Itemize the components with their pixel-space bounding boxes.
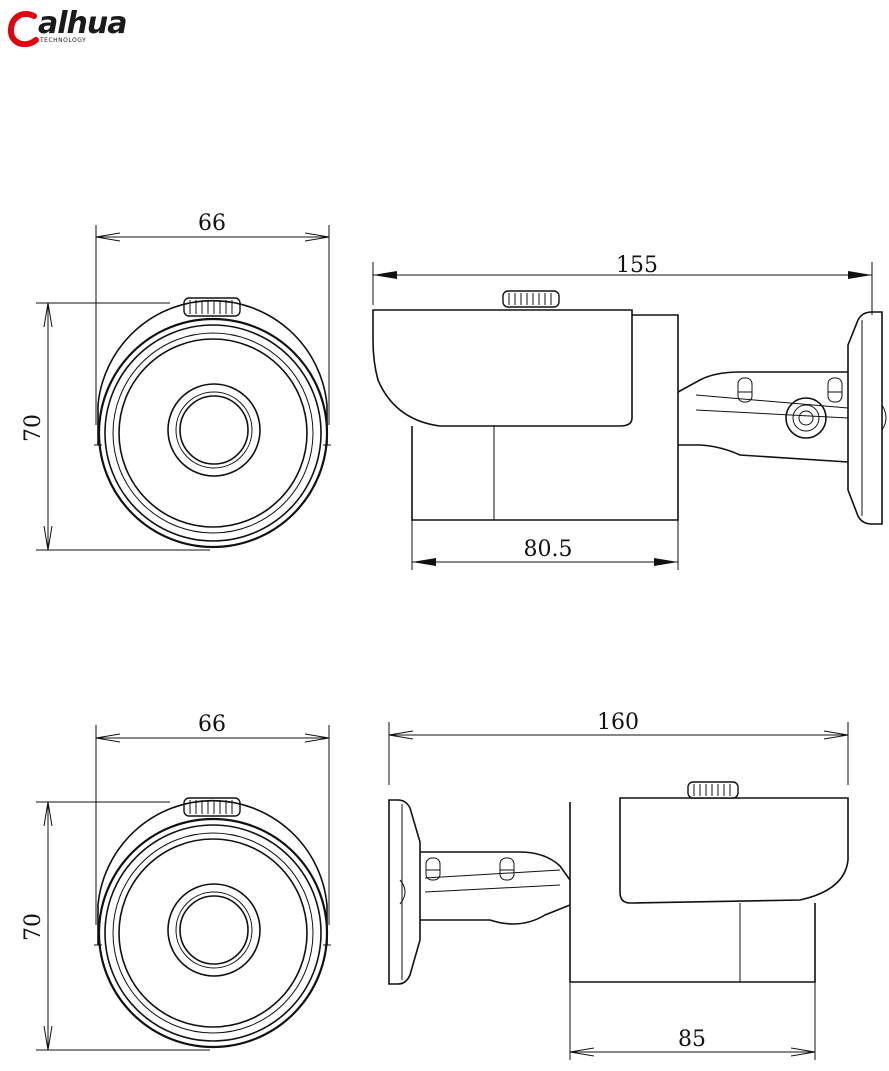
- side-view-top: 155: [373, 253, 886, 524]
- dim-width-top: 66: [198, 211, 226, 236]
- body-dim-top: 80.5: [412, 520, 678, 570]
- body-dim-bottom: 85: [570, 982, 815, 1060]
- front-view-bottom: 66 70: [21, 712, 331, 1050]
- front-view-top: 66 70: [21, 211, 331, 550]
- dim-height-bottom: 70: [21, 913, 46, 941]
- dim-length-bottom: 160: [597, 710, 639, 735]
- dim-body-top: 80.5: [524, 537, 573, 562]
- dim-body-bottom: 85: [678, 1027, 706, 1052]
- dim-length-top: 155: [616, 253, 658, 278]
- side-view-bottom: 160: [389, 710, 848, 984]
- dim-width-bottom: 66: [198, 712, 226, 737]
- dim-height-top: 70: [21, 414, 46, 442]
